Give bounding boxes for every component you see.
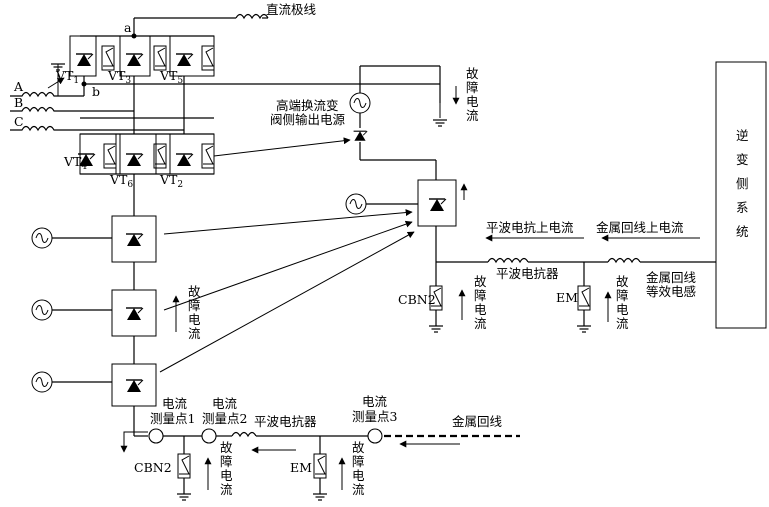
bottom-metallic-return bbox=[120, 422, 520, 501]
bottom-em-fault-current-label: 故 障 电 流 bbox=[352, 440, 369, 497]
vt4-label: VT4 bbox=[63, 154, 87, 172]
smoothing-reactor-current-label: 平波电抗上电流 bbox=[486, 220, 574, 235]
measurement-point-3-label-1: 电流 bbox=[362, 394, 388, 409]
high-end-ac-source-icon bbox=[349, 92, 371, 114]
right-em-arrester-icon bbox=[577, 285, 591, 311]
measurement-point-1-label-2: 测量点1 bbox=[150, 411, 195, 426]
converter-bridge bbox=[10, 13, 448, 190]
vt1-arrester-icon bbox=[101, 45, 115, 71]
vt5-arrester-icon bbox=[201, 45, 215, 71]
vt2-thyristor-icon bbox=[175, 153, 194, 167]
bottom-cbn2-fault-current-label: 故 障 电 流 bbox=[220, 440, 237, 497]
right-smoothing-reactor-icon bbox=[487, 257, 529, 264]
ground-icon bbox=[432, 119, 448, 127]
vt2-arrester-icon bbox=[201, 143, 215, 169]
measurement-point-1-icon bbox=[148, 428, 164, 444]
left-valve-3-thyristor-icon bbox=[125, 379, 144, 393]
bottom-smoothing-reactor-icon bbox=[231, 431, 257, 438]
fault-current-top-label: 故 障 电 流 bbox=[466, 66, 483, 123]
vt1-thyristor-icon bbox=[75, 53, 94, 67]
high-end-thyristor-icon bbox=[353, 130, 368, 142]
right-metallic-return-inductor-icon bbox=[607, 257, 641, 264]
dc-pole-inductor-icon bbox=[235, 13, 269, 20]
measurement-point-3-icon bbox=[367, 428, 383, 444]
phase-a-label: A bbox=[13, 79, 24, 94]
measurement-point-3-label-2: 测量点3 bbox=[352, 409, 398, 424]
node-b-label: b bbox=[92, 84, 100, 99]
right-em-label: EM bbox=[556, 290, 578, 305]
bottom-smoothing-reactor-label: 平波电抗器 bbox=[254, 414, 317, 429]
left-valve-stack bbox=[31, 190, 415, 422]
bottom-cbn2-arrester-icon bbox=[177, 453, 191, 479]
metallic-return-line-label: 金属回线 bbox=[452, 414, 503, 429]
high-end-source-label-2: 阀侧输出电源 bbox=[270, 112, 346, 127]
inverter-side-system-label: 逆 变 侧 系 统 bbox=[736, 128, 753, 239]
metallic-return-current-label: 金属回线上电流 bbox=[596, 220, 684, 235]
right-cbn2-label: CBN2 bbox=[398, 292, 436, 307]
phase-c-label: C bbox=[14, 114, 24, 129]
right-valve-thyristor-icon bbox=[428, 198, 447, 212]
right-smoothing-reactor-label: 平波电抗器 bbox=[496, 266, 559, 281]
bottom-em-arrester-icon bbox=[313, 453, 327, 479]
left-fault-current-label: 故 障 电 流 bbox=[188, 284, 205, 341]
inverter-side-system-box bbox=[715, 61, 767, 329]
right-ac-source-icon bbox=[345, 193, 367, 215]
left-ac-source-2-icon bbox=[31, 299, 53, 321]
vt4-arrester-icon bbox=[103, 143, 117, 169]
dc-pole-line-label: 直流极线 bbox=[266, 2, 317, 17]
node-a-label: a bbox=[124, 20, 132, 35]
phase-c-inductor-icon bbox=[10, 125, 184, 132]
right-cbn2-fault-current-label: 故 障 电 流 bbox=[474, 274, 491, 331]
left-ac-source-3-icon bbox=[31, 371, 53, 393]
high-end-source-label-1: 高端换流变 bbox=[276, 98, 339, 113]
measurement-point-2-label-1: 电流 bbox=[212, 396, 238, 411]
left-ac-source-1-icon bbox=[31, 227, 53, 249]
vt3-thyristor-icon bbox=[125, 53, 144, 67]
vt5-thyristor-icon bbox=[175, 53, 194, 67]
right-em-fault-current-label: 故 障 电 流 bbox=[616, 274, 633, 331]
phase-b-label: B bbox=[14, 95, 23, 110]
phase-b-inductor-icon bbox=[10, 106, 134, 113]
vt6-thyristor-icon bbox=[125, 153, 144, 167]
bottom-em-ground-icon bbox=[312, 493, 328, 501]
measurement-point-1-label-1: 电流 bbox=[162, 396, 188, 411]
bottom-em-label: EM bbox=[290, 460, 312, 475]
vt5-label: VT5 bbox=[159, 68, 183, 86]
vt1-label: VT1 bbox=[55, 68, 79, 86]
bottom-cbn2-label: CBN2 bbox=[134, 460, 172, 475]
vt3-arrester-icon bbox=[153, 45, 167, 71]
metallic-return-inductance-label-2: 等效电感 bbox=[646, 284, 696, 299]
measurement-point-2-label-2: 测量点2 bbox=[202, 411, 247, 426]
bottom-cbn2-ground-icon bbox=[176, 493, 192, 501]
phase-a-inductor-icon bbox=[10, 91, 84, 98]
vt6-label: VT6 bbox=[109, 172, 133, 190]
high-end-source bbox=[213, 65, 441, 160]
right-valve-group bbox=[345, 61, 767, 333]
vt2-label: VT2 bbox=[159, 172, 183, 190]
left-valve-1-thyristor-icon bbox=[125, 233, 144, 247]
vt3-label: VT3 bbox=[107, 68, 131, 86]
metallic-return-inductance-label-1: 金属回线 bbox=[646, 270, 697, 285]
right-em-ground-icon bbox=[576, 325, 592, 333]
measurement-point-2-icon bbox=[201, 428, 217, 444]
left-valve-2-thyristor-icon bbox=[125, 307, 144, 321]
right-cbn2-ground-icon bbox=[428, 325, 444, 333]
